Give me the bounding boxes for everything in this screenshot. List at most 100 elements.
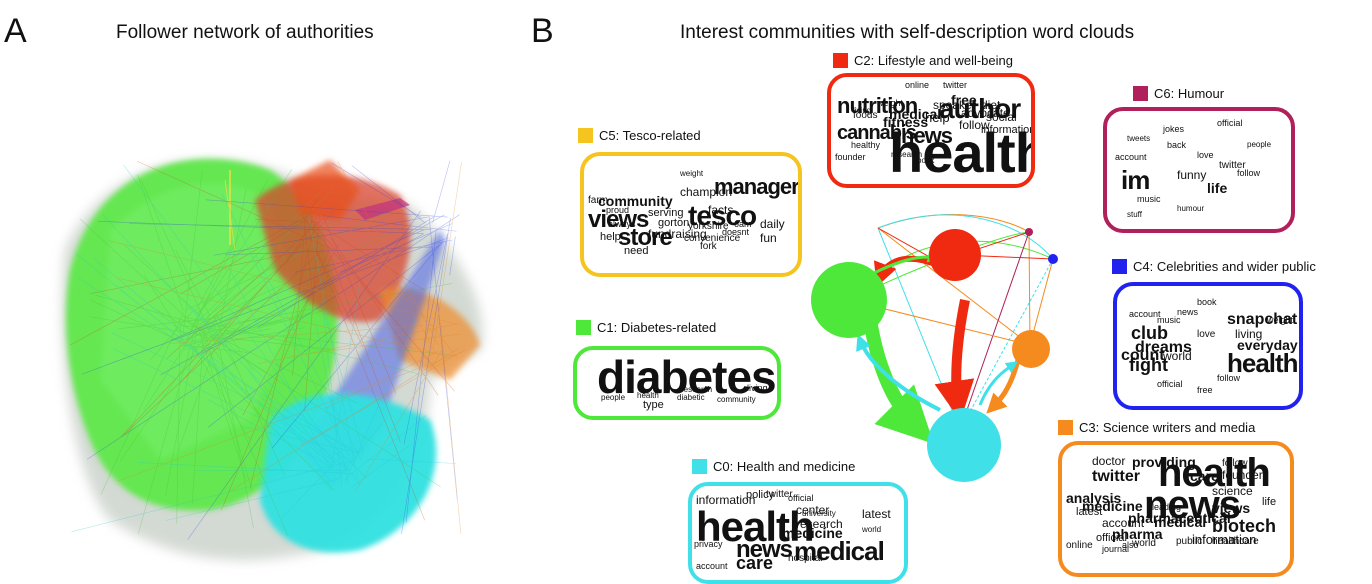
network-edge [108, 240, 463, 326]
network-edge [182, 292, 211, 348]
network-edge [247, 368, 331, 482]
label-c6-text: C6: Humour [1154, 86, 1225, 101]
cloud-word: diet [981, 98, 1001, 112]
network-edge [184, 319, 267, 374]
cloud-word: type [643, 399, 664, 411]
cloud-word: back [1167, 140, 1187, 150]
network-edge [339, 223, 453, 273]
network-edge [195, 192, 320, 315]
network-edge [324, 351, 438, 410]
network-edge [187, 210, 421, 540]
network-edge [90, 299, 199, 350]
network-edge [214, 216, 430, 256]
cloud-word: information [696, 493, 756, 507]
cloud-word: hospital [788, 553, 823, 564]
network-edge [190, 306, 367, 478]
network-edge [183, 327, 305, 350]
cloud-word: latest [1076, 506, 1103, 518]
network-edge [181, 325, 454, 356]
network-edge [330, 281, 361, 470]
cloud-word: fork [700, 241, 717, 252]
network-edge [117, 277, 448, 357]
follower-network [62, 158, 483, 560]
network-edge [315, 323, 349, 485]
cloud-word: official [1217, 118, 1243, 128]
network-edge [186, 211, 387, 311]
cloud-word: people [601, 393, 626, 402]
network-edge [203, 328, 253, 492]
network-edge [433, 161, 462, 346]
cloud-word: help [600, 231, 621, 243]
cloud-word: follow [1237, 168, 1261, 178]
cloud-word: world [862, 525, 882, 534]
cloud-word: health [1158, 451, 1271, 495]
cloud-word: 6am [734, 219, 752, 229]
network-edge [225, 246, 433, 256]
network-edge [186, 285, 289, 342]
cloud-word: care [1190, 468, 1219, 484]
cloud-word: book [917, 156, 935, 165]
network-edge [138, 462, 353, 474]
network-edge [190, 179, 268, 330]
node-c2 [929, 229, 981, 281]
network-edge [206, 321, 238, 370]
cloud-word: funny [1177, 168, 1207, 182]
network-edge [215, 314, 253, 371]
network-edge [144, 275, 182, 335]
cloud-word: community [598, 193, 673, 209]
cloud-word: everyday [1237, 337, 1298, 353]
cloud-word: account [696, 561, 728, 571]
cloud-word: health [1227, 348, 1299, 378]
cloud-word: farm [588, 195, 608, 206]
network-edge [102, 214, 337, 464]
network-edge [331, 238, 439, 396]
cloud-word: fight [1129, 355, 1168, 375]
cloud-word: twitter [1219, 160, 1246, 171]
cloud-word: living [853, 106, 872, 115]
cloud-word: living [1235, 327, 1263, 341]
network-edge [440, 322, 462, 534]
network-edge [90, 248, 314, 294]
cloud-word: community [717, 395, 756, 404]
network-edge [200, 233, 424, 355]
network-edge [197, 327, 246, 479]
network-edge [75, 252, 336, 464]
network-edge [191, 325, 205, 505]
cloud-word: also [1122, 540, 1139, 550]
network-edge [362, 220, 436, 353]
cloud-word: life [1262, 496, 1277, 508]
cloud-word: diabetes [597, 351, 777, 403]
cloud-word: tesco [688, 200, 757, 231]
cloud-word: free [1197, 385, 1213, 395]
network-edge [202, 219, 339, 330]
cloud-word: world [1132, 538, 1156, 549]
label-c3: C3: Science writers and media [1058, 420, 1255, 435]
cloud-word: medical [889, 106, 942, 122]
network-edge [183, 316, 428, 377]
network-edge [300, 348, 467, 446]
network-edge [69, 209, 319, 346]
network-edge [77, 277, 355, 453]
cloud-word: journal [1102, 544, 1130, 554]
label-c3-text: C3: Science writers and media [1079, 420, 1256, 435]
cloud-word: information [981, 124, 1035, 136]
cloud-word: providing [1132, 454, 1196, 470]
c5-spike [224, 170, 236, 251]
network-edge [98, 221, 424, 234]
cloud-word: official [1096, 532, 1127, 544]
network-edge [112, 348, 347, 460]
network-edge [193, 227, 403, 327]
cloud-word: book [1197, 297, 1217, 307]
cloud-word: jokes [1163, 124, 1185, 134]
cloud-word: account [1129, 309, 1161, 319]
network-edge [351, 165, 426, 224]
cloud-word: living [747, 383, 768, 393]
network-edge [155, 309, 208, 340]
network-edge [337, 160, 439, 345]
cloud-word: diabetic [677, 393, 705, 402]
network-edge [169, 324, 433, 344]
